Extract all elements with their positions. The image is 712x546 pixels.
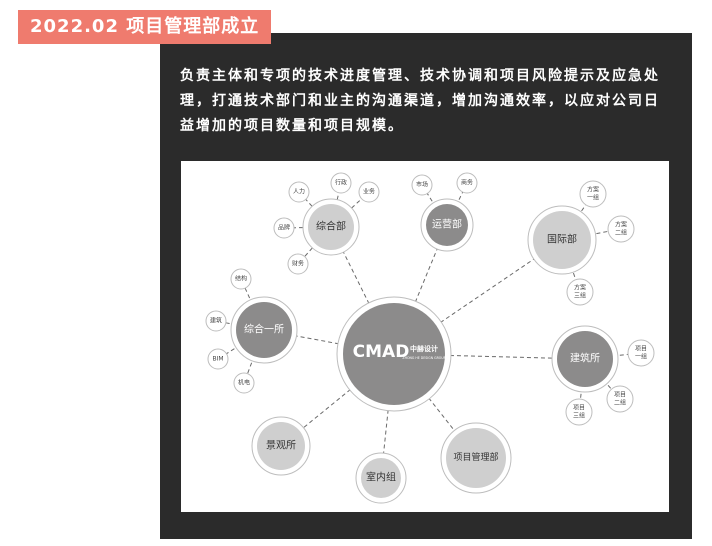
- sub-label-jianzhusuo-1-b: 二组: [614, 399, 626, 407]
- sub-label-zongheyisuo-0: 结构: [235, 275, 247, 283]
- dept-label-shineizu: 室内组: [366, 471, 396, 484]
- dept-label-zongheyisuo: 综合一所: [244, 323, 284, 336]
- center-node: [343, 303, 445, 405]
- sub-node-guojibu-0: [579, 180, 607, 208]
- dept-label-xiangmuguanlibu: 项目管理部: [453, 451, 498, 463]
- sub-node-guojibu-2: [566, 278, 594, 306]
- sub-node-zonghebu-1: [288, 181, 310, 203]
- sub-node-zongheyisuo-3: [233, 372, 255, 394]
- sub-label-guojibu-2-b: 三组: [574, 292, 586, 300]
- sub-node-yunyingbu-0: [411, 174, 433, 196]
- sub-label-guojibu-0-a: 方案: [587, 186, 599, 194]
- dept-label-jianzhusuo: 建筑所: [570, 352, 600, 365]
- sub-label-jianzhusuo-0-b: 一组: [635, 353, 647, 361]
- dept-node-zonghebu: [308, 204, 354, 250]
- center-logo-cn: 中赫设计: [410, 344, 438, 353]
- dept-node-yunyingbu: [426, 204, 468, 246]
- sub-node-zongheyisuo-0: [230, 268, 252, 290]
- dept-node-jingguansuo: [257, 422, 305, 470]
- sub-node-zonghebu-3: [273, 217, 295, 239]
- dept-node-guojibu: [533, 211, 591, 269]
- sub-node-zonghebu-0: [330, 172, 352, 194]
- sub-label-zongheyisuo-3: 机电: [238, 379, 250, 387]
- sub-node-jianzhusuo-0: [627, 339, 655, 367]
- description-text: 负责主体和专项的技术进度管理、技术协调和项目风险提示及应急处理，打通技术部门和业…: [180, 68, 660, 134]
- sub-label-jianzhusuo-2-b: 三组: [573, 412, 585, 420]
- sub-label-yunyingbu-1: 商务: [461, 179, 473, 187]
- sub-label-guojibu-0-b: 一组: [587, 194, 599, 202]
- dept-node-jianzhusuo: [557, 331, 613, 387]
- dept-label-guojibu: 国际部: [547, 233, 577, 246]
- sub-label-jianzhusuo-2-a: 项目: [573, 405, 585, 412]
- sub-label-zongheyisuo-1: 建筑: [210, 317, 222, 325]
- sub-label-yunyingbu-0: 市场: [416, 181, 428, 189]
- sub-node-zonghebu-4: [287, 253, 309, 275]
- dept-node-zongheyisuo: [236, 302, 292, 358]
- sub-node-jianzhusuo-2: [565, 398, 593, 426]
- dept-label-zonghebu: 综合部: [316, 220, 346, 233]
- center-logo-sub: ZHONG HE DESIGN GROUP: [402, 356, 445, 360]
- center-logo-text: CMAD: [353, 342, 410, 362]
- date-title-tag: 2022.02 项目管理部成立: [18, 10, 272, 44]
- sub-node-jianzhusuo-1: [606, 385, 634, 413]
- dept-node-xiangmuguanlibu: [446, 428, 506, 488]
- sub-label-zonghebu-3: 品牌: [278, 224, 290, 232]
- sub-label-guojibu-1-b: 二组: [615, 229, 627, 237]
- sub-label-guojibu-1-a: 方案: [615, 221, 627, 229]
- dept-label-yunyingbu: 运营部: [432, 218, 462, 231]
- sub-node-guojibu-1: [607, 215, 635, 243]
- sub-label-zonghebu-4: 财务: [292, 260, 304, 268]
- dept-node-shineizu: [361, 458, 401, 498]
- sub-label-jianzhusuo-1-a: 项目: [614, 392, 626, 399]
- sub-label-zonghebu-0: 行政: [335, 179, 347, 187]
- sub-label-zonghebu-2: 业务: [363, 188, 375, 196]
- sub-label-guojibu-2-a: 方案: [574, 284, 586, 292]
- dept-label-jingguansuo: 景观所: [266, 440, 296, 452]
- sub-label-jianzhusuo-0-a: 项目: [635, 346, 647, 353]
- sub-node-zongheyisuo-1: [205, 310, 227, 332]
- sub-label-zongheyisuo-2: BIM: [212, 356, 223, 363]
- sub-node-zonghebu-2: [358, 181, 380, 203]
- sub-node-zongheyisuo-2: [207, 348, 229, 370]
- sub-label-zonghebu-1: 人力: [293, 188, 305, 196]
- sub-node-yunyingbu-1: [456, 172, 478, 194]
